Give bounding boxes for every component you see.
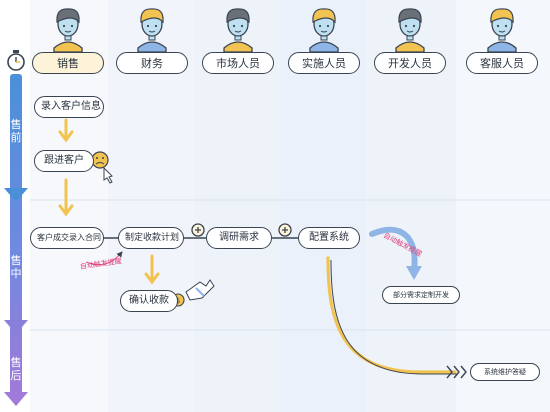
node-research-needs: 调研需求 xyxy=(206,227,272,249)
swoosh-arrowhead xyxy=(406,266,422,280)
plus-icon xyxy=(191,223,205,237)
phase-label-insale: 售中 xyxy=(10,254,22,280)
node-config-system: 配置系统 xyxy=(298,227,360,249)
avatar-icon xyxy=(137,8,167,53)
role-label-finance: 财务 xyxy=(116,52,188,74)
svg-text:$: $ xyxy=(176,297,180,305)
role-label-developer: 开发人员 xyxy=(374,52,446,74)
phase-label-presale: 售前 xyxy=(10,118,22,144)
node-deal-record-contract: 客户成交录入合同 xyxy=(30,227,104,249)
flow-arrow-shadow xyxy=(330,259,458,375)
role-label-sales: 销售 xyxy=(32,52,104,74)
frown-face-icon xyxy=(91,151,109,169)
flow-arrows xyxy=(58,118,457,374)
plus-icon xyxy=(278,223,292,237)
note-arrow xyxy=(85,251,123,266)
avatar-icon xyxy=(395,8,425,53)
coin-hand-icon: $ xyxy=(171,279,215,307)
node-confirm-payment: 确认收款 xyxy=(120,290,178,312)
node-follow-up-customer: 跟进客户 xyxy=(34,150,94,172)
phase-label-aftersale: 售后 xyxy=(10,356,22,382)
role-label-customer-service: 客服人员 xyxy=(466,52,538,74)
node-custom-development: 部分需求定制开发 xyxy=(382,286,460,304)
timeline-bar xyxy=(4,74,28,406)
stopwatch-icon xyxy=(7,50,25,71)
avatar-icon xyxy=(53,8,83,53)
avatar-icon xyxy=(223,8,253,53)
role-label-implementation: 实施人员 xyxy=(288,52,360,74)
role-label-marketing: 市场人员 xyxy=(202,52,274,74)
chevron-arrows xyxy=(446,365,467,379)
node-payment-plan: 制定收款计划 xyxy=(118,227,184,249)
avatar-icon xyxy=(309,8,339,53)
avatar-icon xyxy=(487,8,517,53)
hand-cursor-icon xyxy=(103,166,113,184)
node-system-maintenance: 系统维护答疑 xyxy=(470,363,540,381)
swoosh-arrow xyxy=(369,226,418,273)
node-record-customer-info: 录入客户信息 xyxy=(34,96,104,118)
